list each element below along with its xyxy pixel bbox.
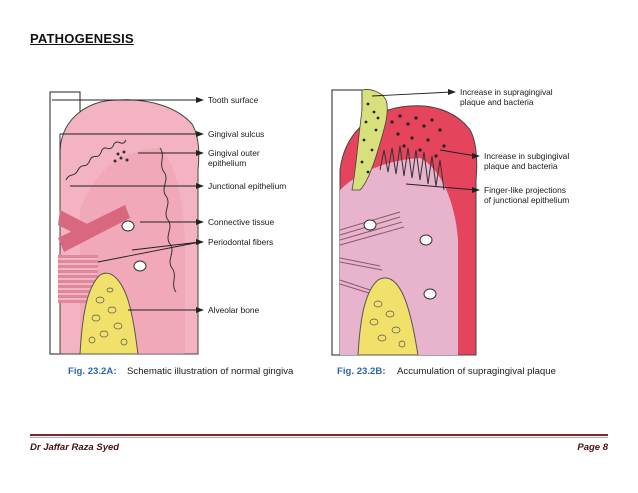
caption-a-number: Fig. 23.2A:	[68, 366, 117, 377]
label-leaders-b	[371, 91, 477, 191]
label-epithelium: epithelium	[208, 158, 246, 168]
label-tooth-surface: Tooth surface	[208, 95, 259, 105]
label-junctional-epithelium: Junctional epithelium	[208, 181, 286, 191]
subgingival-bacteria	[390, 114, 446, 158]
label-subgingival-2: plaque and bacteria	[484, 161, 558, 171]
label-connective-tissue: Connective tissue	[208, 217, 274, 227]
label-supragingival-2: plaque and bacteria	[460, 97, 534, 107]
label-finger-projections-1: Finger-like projections	[484, 185, 566, 195]
page-heading: PATHOGENESIS	[30, 31, 134, 46]
footer-rule-thin	[30, 437, 608, 438]
footer-page-number: Page 8	[577, 442, 608, 453]
caption-a-text: Schematic illustration of normal gingiva	[127, 366, 294, 377]
cell-dots-a	[113, 150, 129, 163]
junctional-epithelium-a	[159, 147, 177, 293]
figure-a-drawing: Tooth surface Gingival sulcus Gingival o…	[49, 91, 286, 355]
finger-projections	[379, 145, 445, 191]
plaque-bacteria	[360, 102, 380, 174]
caption-b-number: Fig. 23.2B:	[337, 366, 386, 377]
fiber-band-2	[58, 210, 95, 240]
bone-trabeculae-a	[88, 287, 128, 346]
label-subgingival-1: Increase in subgingival	[484, 151, 569, 161]
label-periodontal-fibers: Periodontal fibers	[208, 237, 273, 247]
label-supragingival-1: Increase in supragingival	[460, 87, 553, 97]
label-leaders-a	[52, 99, 201, 311]
label-gingival-outer: Gingival outer	[208, 148, 260, 158]
label-gingival-sulcus: Gingival sulcus	[208, 129, 264, 139]
outer-epithelium-ridges-a	[65, 139, 127, 181]
figure-b-drawing: Increase in supragingival plaque and bac…	[331, 87, 569, 356]
label-alveolar-bone: Alveolar bone	[208, 305, 260, 315]
footer-author: Dr Jaffar Raza Syed	[30, 442, 120, 453]
bone-trabeculae-b	[369, 300, 406, 348]
label-finger-projections-2: of junctional epithelium	[484, 195, 569, 205]
blood-vessels-a	[121, 220, 147, 272]
caption-b-text: Accumulation of supragingival plaque	[397, 366, 556, 377]
label-arrowheads-a	[196, 97, 204, 313]
alveolar-bone-a	[79, 272, 139, 355]
footer-rule	[30, 434, 608, 436]
blood-vessels-b	[363, 219, 437, 300]
label-arrowheads-b	[448, 89, 480, 193]
